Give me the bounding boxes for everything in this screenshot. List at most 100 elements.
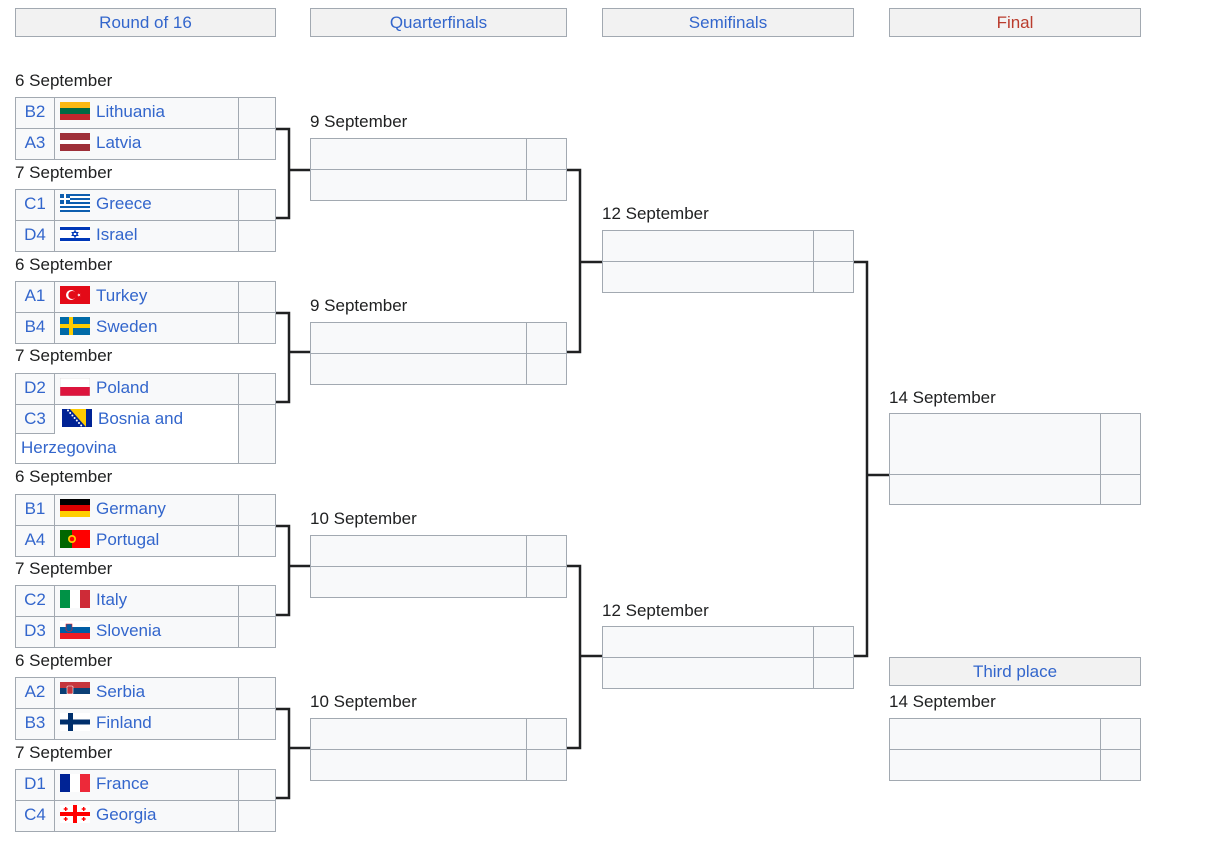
israel-flag-icon bbox=[60, 225, 90, 243]
header-third-place[interactable]: Third place bbox=[889, 657, 1141, 686]
georgia-flag-icon bbox=[60, 805, 90, 823]
score-cell bbox=[238, 220, 276, 252]
score-cell bbox=[238, 128, 276, 160]
team-cell bbox=[310, 535, 527, 567]
match-date: 14 September bbox=[889, 692, 996, 711]
bracket-connector bbox=[276, 524, 291, 617]
match-date: 12 September bbox=[602, 204, 709, 223]
score-cell bbox=[238, 281, 276, 313]
team-link[interactable]: Portugal bbox=[96, 530, 160, 549]
header-round-of-16[interactable]: Round of 16 bbox=[15, 8, 276, 37]
team-cell: Latvia bbox=[54, 128, 239, 160]
poland-flag-icon bbox=[60, 378, 90, 396]
team-link[interactable]: Lithuania bbox=[96, 102, 166, 121]
score-cell bbox=[526, 138, 567, 170]
team-cell: Portugal bbox=[54, 525, 239, 557]
score-cell bbox=[526, 169, 567, 201]
team-cell bbox=[310, 566, 527, 598]
match-date: 10 September bbox=[310, 692, 417, 711]
france-flag-icon bbox=[60, 774, 90, 792]
team-cell: France bbox=[54, 769, 239, 801]
score-cell bbox=[1100, 749, 1141, 781]
match-date: 7 September bbox=[15, 346, 113, 365]
team-cell bbox=[310, 749, 527, 781]
turkey-flag-icon bbox=[60, 286, 90, 304]
score-cell bbox=[813, 657, 854, 689]
team-cell bbox=[889, 718, 1101, 750]
team-link[interactable]: Latvia bbox=[96, 133, 142, 152]
score-cell bbox=[238, 494, 276, 526]
score-cell bbox=[813, 230, 854, 262]
team-cell bbox=[889, 474, 1101, 505]
team-link[interactable]: Serbia bbox=[96, 682, 146, 701]
score-cell bbox=[526, 322, 567, 354]
team-cell: Bosnia and Herzegovina bbox=[15, 404, 239, 464]
score-cell bbox=[238, 373, 276, 405]
score-cell bbox=[1100, 474, 1141, 505]
team-link[interactable]: Israel bbox=[96, 225, 138, 244]
team-link[interactable]: Italy bbox=[96, 590, 128, 609]
match-date: 9 September bbox=[310, 296, 408, 315]
lithuania-flag-icon bbox=[60, 102, 90, 120]
score-cell bbox=[526, 718, 567, 750]
score-cell bbox=[526, 749, 567, 781]
team-link[interactable]: France bbox=[96, 774, 149, 793]
team-link[interactable]: Sweden bbox=[96, 317, 158, 336]
team-cell bbox=[310, 169, 527, 201]
team-cell bbox=[602, 261, 814, 293]
team-link[interactable]: Turkey bbox=[96, 286, 148, 305]
team-link[interactable]: Greece bbox=[96, 194, 152, 213]
score-cell bbox=[238, 97, 276, 129]
team-cell: Sweden bbox=[54, 312, 239, 344]
match-date: 7 September bbox=[15, 743, 113, 762]
finland-flag-icon bbox=[60, 713, 90, 731]
score-cell bbox=[526, 535, 567, 567]
team-cell bbox=[602, 626, 814, 658]
score-cell bbox=[238, 525, 276, 557]
team-link[interactable]: Bosnia and Herzegovina bbox=[21, 409, 184, 457]
header-final[interactable]: Final bbox=[889, 8, 1141, 37]
latvia-flag-icon bbox=[60, 133, 90, 151]
team-link[interactable]: Georgia bbox=[96, 805, 157, 824]
sweden-flag-icon bbox=[60, 317, 90, 335]
score-cell bbox=[813, 626, 854, 658]
seed-cell: A3 bbox=[15, 128, 55, 160]
match-date: 6 September bbox=[15, 255, 113, 274]
seed-cell: B1 bbox=[15, 494, 55, 526]
seed-cell: C1 bbox=[15, 189, 55, 221]
header-quarterfinals[interactable]: Quarterfinals bbox=[310, 8, 567, 37]
bracket-connector bbox=[567, 564, 582, 750]
serbia-flag-icon bbox=[60, 682, 90, 700]
header-semifinals[interactable]: Semifinals bbox=[602, 8, 854, 37]
bracket-connector bbox=[276, 707, 291, 800]
team-cell: Turkey bbox=[54, 281, 239, 313]
match-date: 6 September bbox=[15, 651, 113, 670]
team-cell bbox=[310, 353, 527, 385]
team-link[interactable]: Finland bbox=[96, 713, 152, 732]
match-date: 7 September bbox=[15, 559, 113, 578]
team-link[interactable]: Poland bbox=[96, 378, 149, 397]
match-date: 6 September bbox=[15, 467, 113, 486]
seed-cell: B2 bbox=[15, 97, 55, 129]
team-cell: Italy bbox=[54, 585, 239, 617]
score-cell bbox=[238, 616, 276, 648]
seed-cell: D4 bbox=[15, 220, 55, 252]
team-cell bbox=[602, 657, 814, 689]
bracket-connector bbox=[276, 311, 291, 404]
team-cell: Israel bbox=[54, 220, 239, 252]
slovenia-flag-icon bbox=[60, 621, 90, 639]
bracket-connector bbox=[567, 168, 582, 354]
match-date: 14 September bbox=[889, 388, 996, 407]
team-cell: Finland bbox=[54, 708, 239, 740]
team-link[interactable]: Germany bbox=[96, 499, 166, 518]
score-cell bbox=[813, 261, 854, 293]
greece-flag-icon bbox=[60, 194, 90, 212]
seed-cell: A4 bbox=[15, 525, 55, 557]
bracket-connector bbox=[854, 260, 869, 658]
score-cell bbox=[238, 708, 276, 740]
bracket-connector bbox=[276, 127, 291, 220]
match-date: 6 September bbox=[15, 71, 113, 90]
team-link[interactable]: Slovenia bbox=[96, 621, 162, 640]
team-cell: Georgia bbox=[54, 800, 239, 832]
score-cell bbox=[238, 312, 276, 344]
